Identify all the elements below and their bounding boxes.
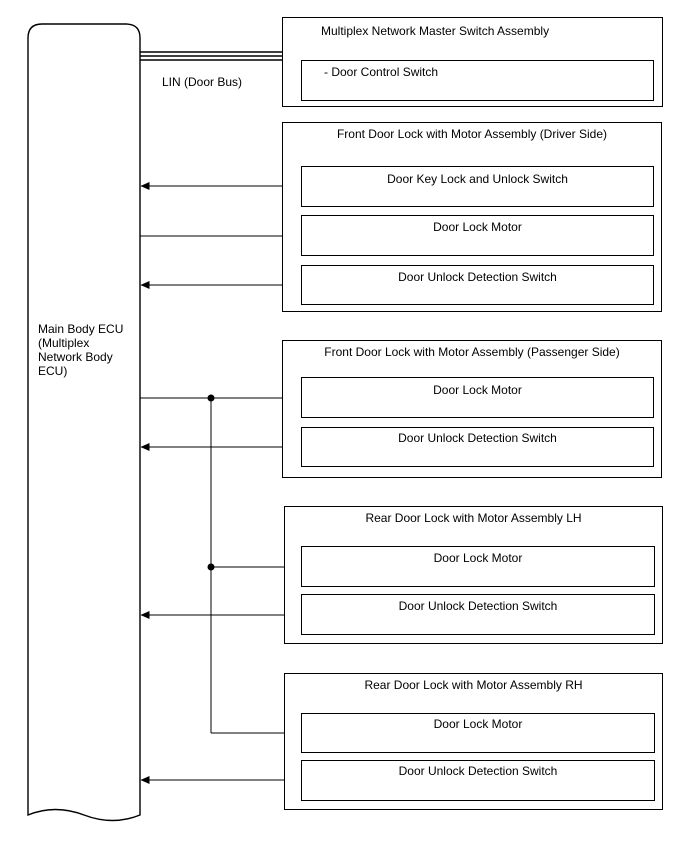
component-label: Door Lock Motor — [433, 220, 522, 234]
lin-bus — [140, 51, 282, 61]
component-label: Door Lock Motor — [433, 383, 522, 397]
component-label: Door Lock Motor — [433, 717, 523, 731]
passenger-unlock-detect-box: Door Unlock Detection Switch — [301, 427, 654, 467]
assembly-title: Front Door Lock with Motor Assembly (Dri… — [336, 127, 608, 141]
rear-lh-unlock-detect-box: Door Unlock Detection Switch — [301, 594, 655, 635]
rear-rh-lock-motor-box: Door Lock Motor — [301, 713, 655, 753]
rear-rh-unlock-detect-box: Door Unlock Detection Switch — [301, 760, 655, 801]
door-control-switch-box: - Door Control Switch — [301, 60, 654, 101]
passenger-lock-motor-box: Door Lock Motor — [301, 377, 654, 418]
component-label: Door Unlock Detection Switch — [398, 764, 558, 778]
component-label: - Door Control Switch — [324, 65, 439, 79]
assembly-title: Multiplex Network Master Switch Assembly — [321, 24, 550, 38]
component-label: Door Lock Motor — [433, 551, 523, 565]
component-label: Door Unlock Detection Switch — [398, 270, 557, 284]
component-label: Door Unlock Detection Switch — [398, 599, 558, 613]
driver-lock-motor-box: Door Lock Motor — [301, 215, 654, 256]
junction-dot — [207, 394, 215, 402]
ecu-outline — [27, 23, 141, 822]
ecu-label: Main Body ECU (Multiplex Network Body EC… — [38, 322, 124, 378]
assembly-title: Front Door Lock with Motor Assembly (Pas… — [324, 345, 620, 359]
assembly-title: Rear Door Lock with Motor Assembly LH — [365, 511, 582, 525]
lin-label: LIN (Door Bus) — [162, 75, 243, 89]
component-label: Door Unlock Detection Switch — [398, 431, 557, 445]
assembly-title: Rear Door Lock with Motor Assembly RH — [364, 678, 583, 692]
driver-key-switch-box: Door Key Lock and Unlock Switch — [301, 166, 654, 207]
rear-lh-lock-motor-box: Door Lock Motor — [301, 546, 655, 587]
component-label: Door Key Lock and Unlock Switch — [387, 172, 568, 186]
driver-unlock-detect-box: Door Unlock Detection Switch — [301, 265, 654, 305]
